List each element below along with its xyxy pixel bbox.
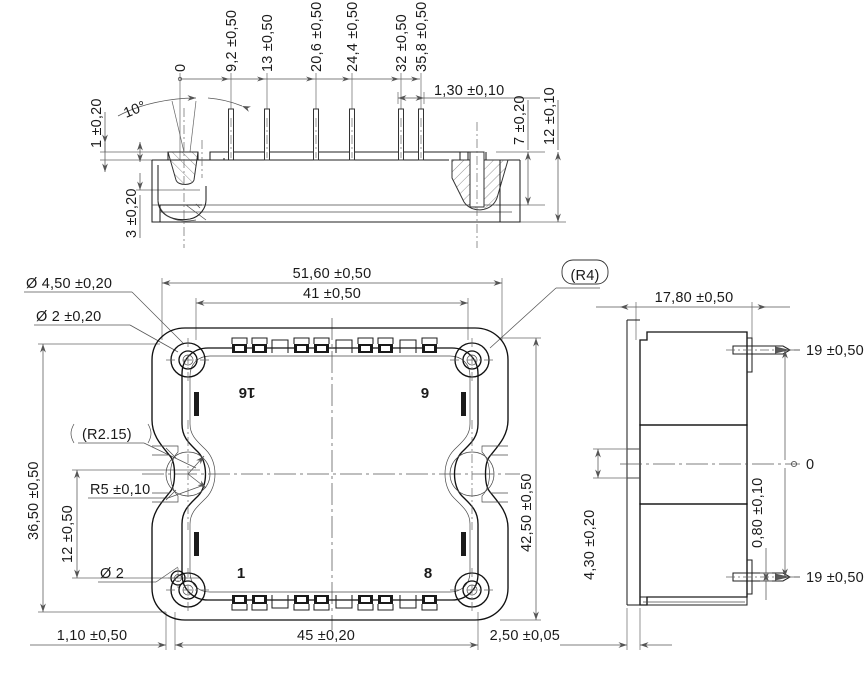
dim-left-1: 1 ±0,20 <box>89 98 105 148</box>
module-section-body <box>151 122 521 248</box>
dim-chain-20-6: 20,6 ±0,50 <box>309 2 325 72</box>
callout-dia-2-tol: Ø 2 ±0,20 <box>36 309 101 325</box>
mounting-holes <box>166 338 494 612</box>
dim-12: 12 ±0,50 <box>60 505 76 563</box>
side-body-outline <box>626 319 753 606</box>
mounting-hole-top-right <box>450 338 494 382</box>
dim-side-4-30: 4,30 ±0,20 <box>582 510 598 580</box>
dim-chain-0: 0 <box>173 64 189 72</box>
dim-side-19-top: 19 ±0,50 <box>806 343 864 359</box>
plan-bottom-dimensions <box>30 612 479 650</box>
dim-chain-13: 13 ±0,50 <box>260 14 276 72</box>
dim-17-80: 17,80 ±0,50 <box>655 290 734 306</box>
mounting-hole-top-left <box>166 338 210 382</box>
callout-r5: R5 ±0,10 <box>90 482 150 498</box>
dim-side-0-80: 0,80 ±0,10 <box>750 478 766 548</box>
pin-number-8: 8 <box>424 565 432 582</box>
pin-number-16: 16 <box>239 384 256 401</box>
small-hole-dia2 <box>168 568 188 588</box>
top-plan-view: 51,60 ±0,50 41 ±0,50 1,10 ±0,50 45 ±0,20… <box>24 259 609 650</box>
dim-right-12: 12 ±0,10 <box>542 87 558 145</box>
dim-left-3: 3 ±0,20 <box>124 188 140 238</box>
mounting-hole-bottom-right <box>450 568 494 612</box>
callout-dia-4-50: Ø 4,50 ±0,20 <box>26 276 112 292</box>
terminal-pins-bottom <box>231 595 438 611</box>
callout-r2-15: (R2.15) <box>82 427 132 443</box>
dim-42-50: 42,50 ±0,50 <box>519 473 535 552</box>
dim-chain-32: 32 ±0,50 <box>394 14 410 72</box>
dim-side-19-bottom: 19 ±0,50 <box>806 570 864 586</box>
dim-51-60: 51,60 ±0,50 <box>293 266 372 282</box>
side-left-dimension <box>593 448 640 479</box>
callout-dia-2: Ø 2 <box>100 566 124 582</box>
dim-36-50: 36,50 ±0,50 <box>26 461 42 540</box>
side-pin-height-dimensions <box>782 349 800 578</box>
pin-number-1: 1 <box>237 565 245 582</box>
right-side-notch <box>449 420 508 530</box>
dim-chain-24-4: 24,4 ±0,50 <box>345 2 361 72</box>
module-plan-outline <box>151 327 509 621</box>
callout-r4: (R4) <box>571 268 600 284</box>
pin-width-dimension <box>397 92 540 104</box>
dim-right-7: 7 ±0,20 <box>512 95 528 145</box>
terminal-pins-top <box>231 337 438 353</box>
plan-top-dimensions <box>161 278 503 340</box>
dim-1-10: 1,10 ±0,50 <box>57 628 127 644</box>
dim-41: 41 ±0,50 <box>303 286 361 302</box>
side-top-dimension <box>596 302 790 340</box>
front-section-view: 0 9,2 ±0,50 13 ±0,50 20,6 ±0,50 24,4 ±0,… <box>89 2 566 248</box>
left-vertical-dimensions <box>100 112 200 238</box>
dim-chain-35-8: 35,8 ±0,50 <box>414 2 430 72</box>
right-vertical-dimensions <box>496 100 566 223</box>
mounting-hole-bottom-left <box>166 568 210 612</box>
plan-right-dimensions <box>500 337 541 621</box>
angle-dimension-10deg <box>117 95 251 153</box>
side-slots <box>194 392 466 556</box>
side-bottom-dimension <box>560 608 672 650</box>
plan-left-dimensions <box>38 343 200 613</box>
dim-angle: 10° <box>122 98 149 121</box>
dim-side-2-50: 2,50 ±0,05 <box>490 628 560 644</box>
section-pins <box>223 108 424 161</box>
dim-side-datum-0: 0 <box>806 457 814 473</box>
dim-chain-9-2: 9,2 ±0,50 <box>224 10 240 72</box>
pin-number-6: 6 <box>421 384 429 401</box>
chain-dimension-line <box>177 73 422 160</box>
dim-45: 45 ±0,20 <box>297 628 355 644</box>
side-thickness-dimension <box>760 548 772 600</box>
right-side-view: 17,80 ±0,50 <box>490 290 864 650</box>
dim-pin-width: 1,30 ±0,10 <box>434 83 504 99</box>
